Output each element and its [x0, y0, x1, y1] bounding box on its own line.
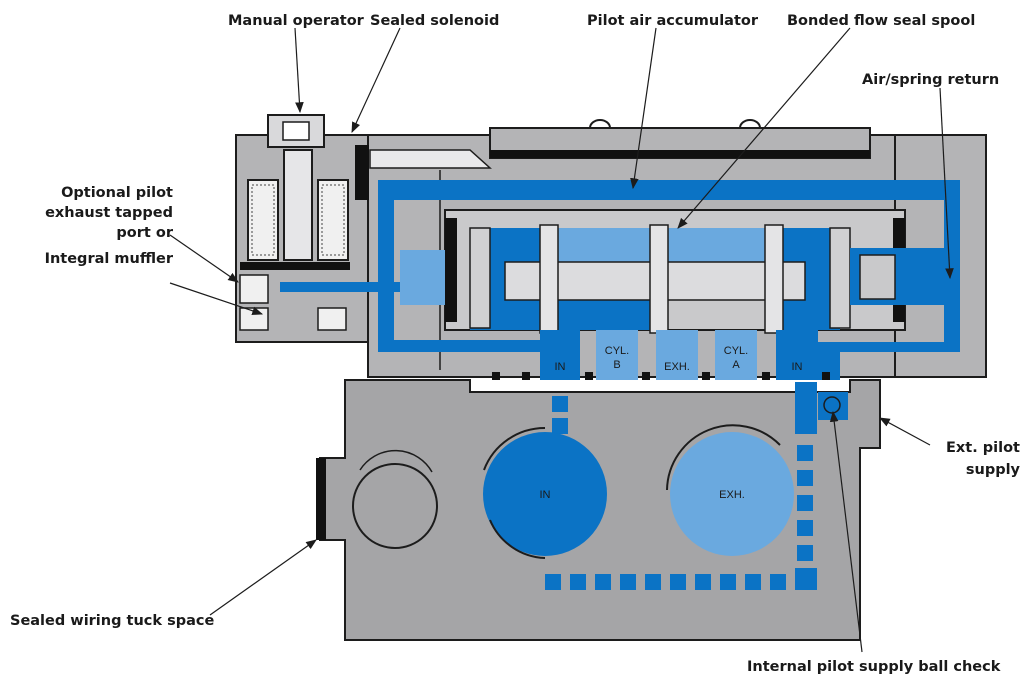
- label-manual-operator: Manual operator: [228, 13, 365, 29]
- label-internal-pilot: Internal pilot supply ball check: [747, 659, 1001, 675]
- coil-left: [247, 179, 279, 261]
- label-ext-pilot-1: Ext. pilot: [946, 440, 1020, 456]
- air-spring-return-piston: [850, 248, 960, 305]
- exh-port-circle: EXH.: [666, 424, 794, 556]
- armature: [283, 149, 313, 261]
- label-integral-muffler: Integral muffler: [45, 251, 174, 267]
- wiring-seal-strip: [316, 458, 326, 540]
- bonded-flow-seal-spool: [469, 224, 851, 334]
- port-cyl-a-line2: A: [732, 359, 740, 371]
- manual-operator-button: [267, 114, 325, 148]
- port-cyl-b-line1: CYL.: [605, 345, 629, 357]
- wiring-tuck-space: [352, 463, 438, 549]
- port-cyl-a-line1: CYL.: [724, 345, 748, 357]
- pilot-exhaust-port: [239, 274, 269, 304]
- label-sealed-wiring: Sealed wiring tuck space: [10, 613, 214, 629]
- label-bonded-flow-seal-spool: Bonded flow seal spool: [787, 13, 975, 29]
- valve-ports: IN CYL. B EXH. CYL. A IN: [540, 330, 818, 380]
- pilot-air-accumulator-channel: [378, 180, 960, 380]
- port-in-right: IN: [792, 361, 803, 373]
- internal-pilot-ball-check: [818, 392, 848, 420]
- callout-labels: Manual operator Sealed solenoid Pilot ai…: [10, 13, 1021, 675]
- label-pilot-air-accumulator: Pilot air accumulator: [587, 13, 759, 29]
- exh-circle-label: EXH.: [719, 489, 745, 501]
- label-ext-pilot-2: supply: [966, 462, 1021, 478]
- gasket-seals: [492, 372, 830, 380]
- in-port-circle: IN: [483, 426, 607, 559]
- port-cyl-b-line2: B: [613, 359, 620, 371]
- leader-lines: [169, 27, 954, 653]
- label-sealed-solenoid: Sealed solenoid: [370, 13, 499, 29]
- label-optional-pilot-3: port or: [116, 225, 173, 241]
- label-air-spring-return: Air/spring return: [862, 72, 999, 88]
- label-optional-pilot-1: Optional pilot: [61, 185, 173, 201]
- pilot-supply-channel: [545, 382, 817, 590]
- port-in-left: IN: [555, 361, 566, 373]
- port-exh: EXH.: [664, 361, 690, 373]
- coil-right: [317, 179, 349, 261]
- in-circle-label: IN: [540, 489, 551, 501]
- label-optional-pilot-2: exhaust tapped: [45, 205, 173, 221]
